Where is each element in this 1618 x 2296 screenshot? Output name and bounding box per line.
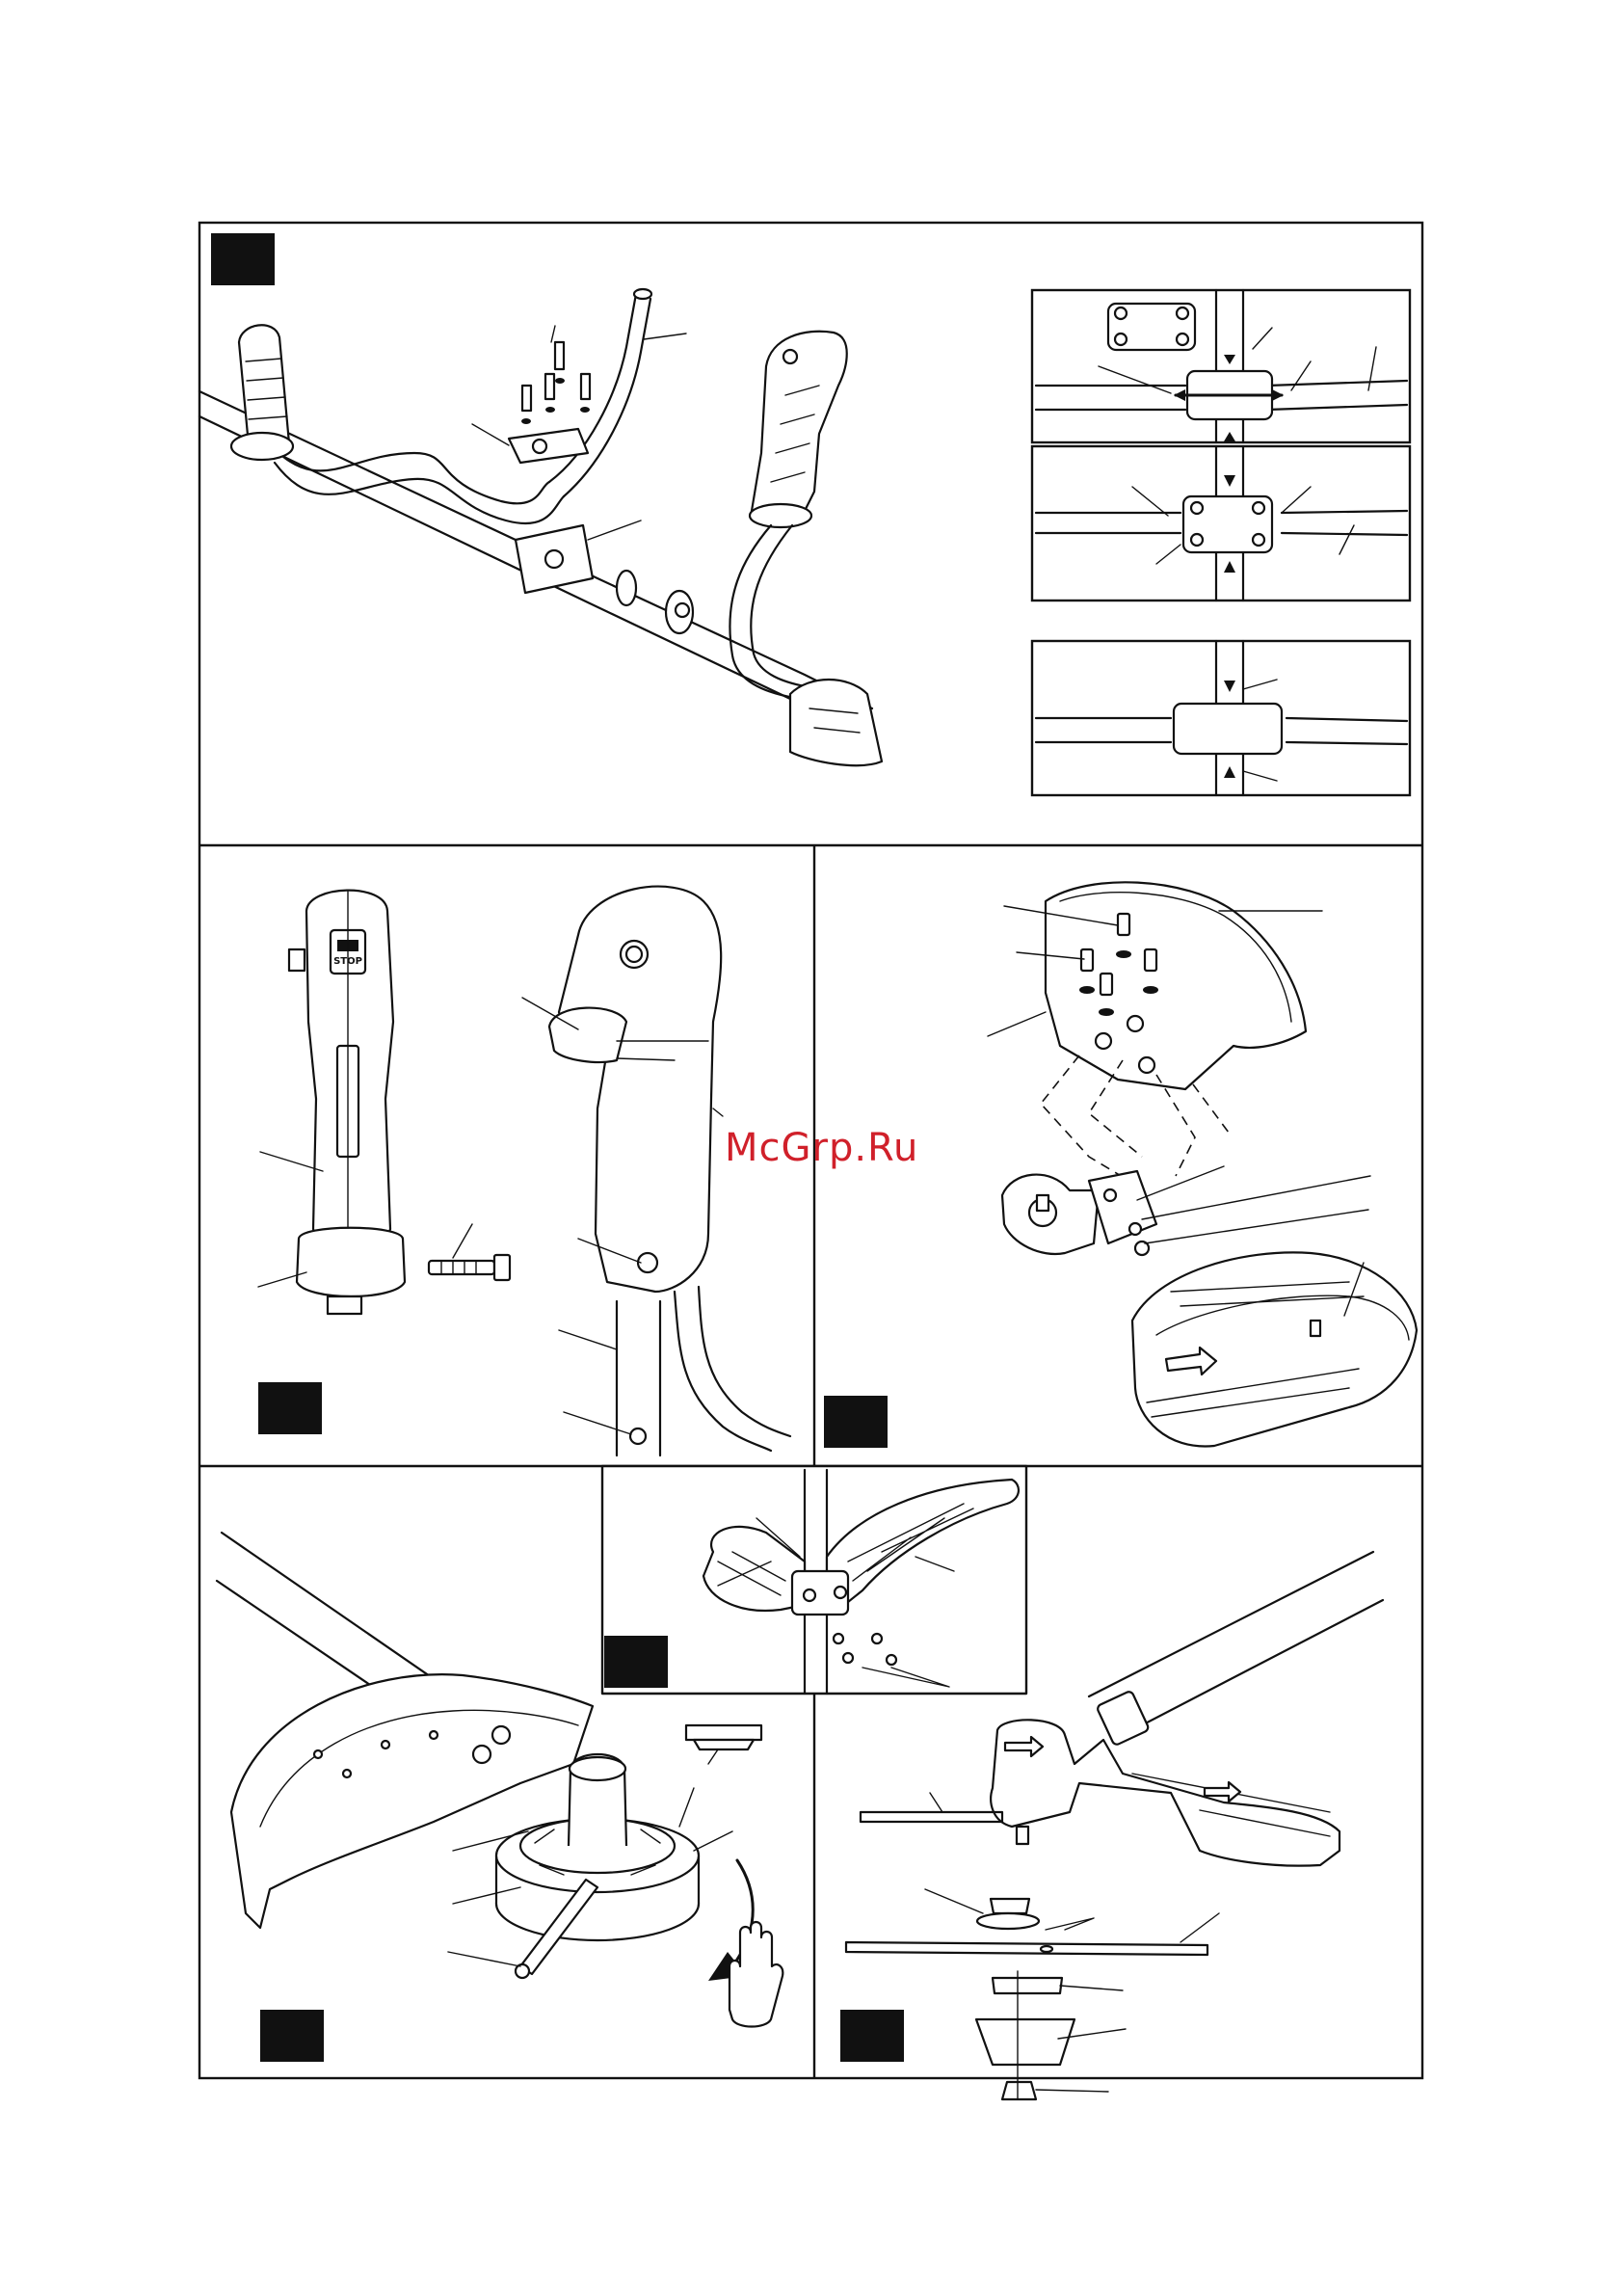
panel-handlebar-assembly — [199, 289, 882, 765]
badge-panel-5 — [260, 2010, 324, 2062]
panel-guard-mounting — [988, 882, 1417, 1446]
hand-icon — [729, 1922, 782, 2027]
badge-panel-4 — [604, 1636, 668, 1688]
inset-clamp-alignment — [1032, 290, 1410, 795]
badge-panel-6 — [840, 2010, 904, 2062]
watermark-text: McGrp.Ru — [725, 1126, 917, 1180]
screws-top — [521, 342, 590, 424]
panel-handle-mounting: STOP — [258, 887, 790, 1455]
badge-panel-1 — [211, 233, 275, 285]
badge-panel-3 — [824, 1396, 888, 1448]
badge-panel-2 — [258, 1382, 322, 1434]
